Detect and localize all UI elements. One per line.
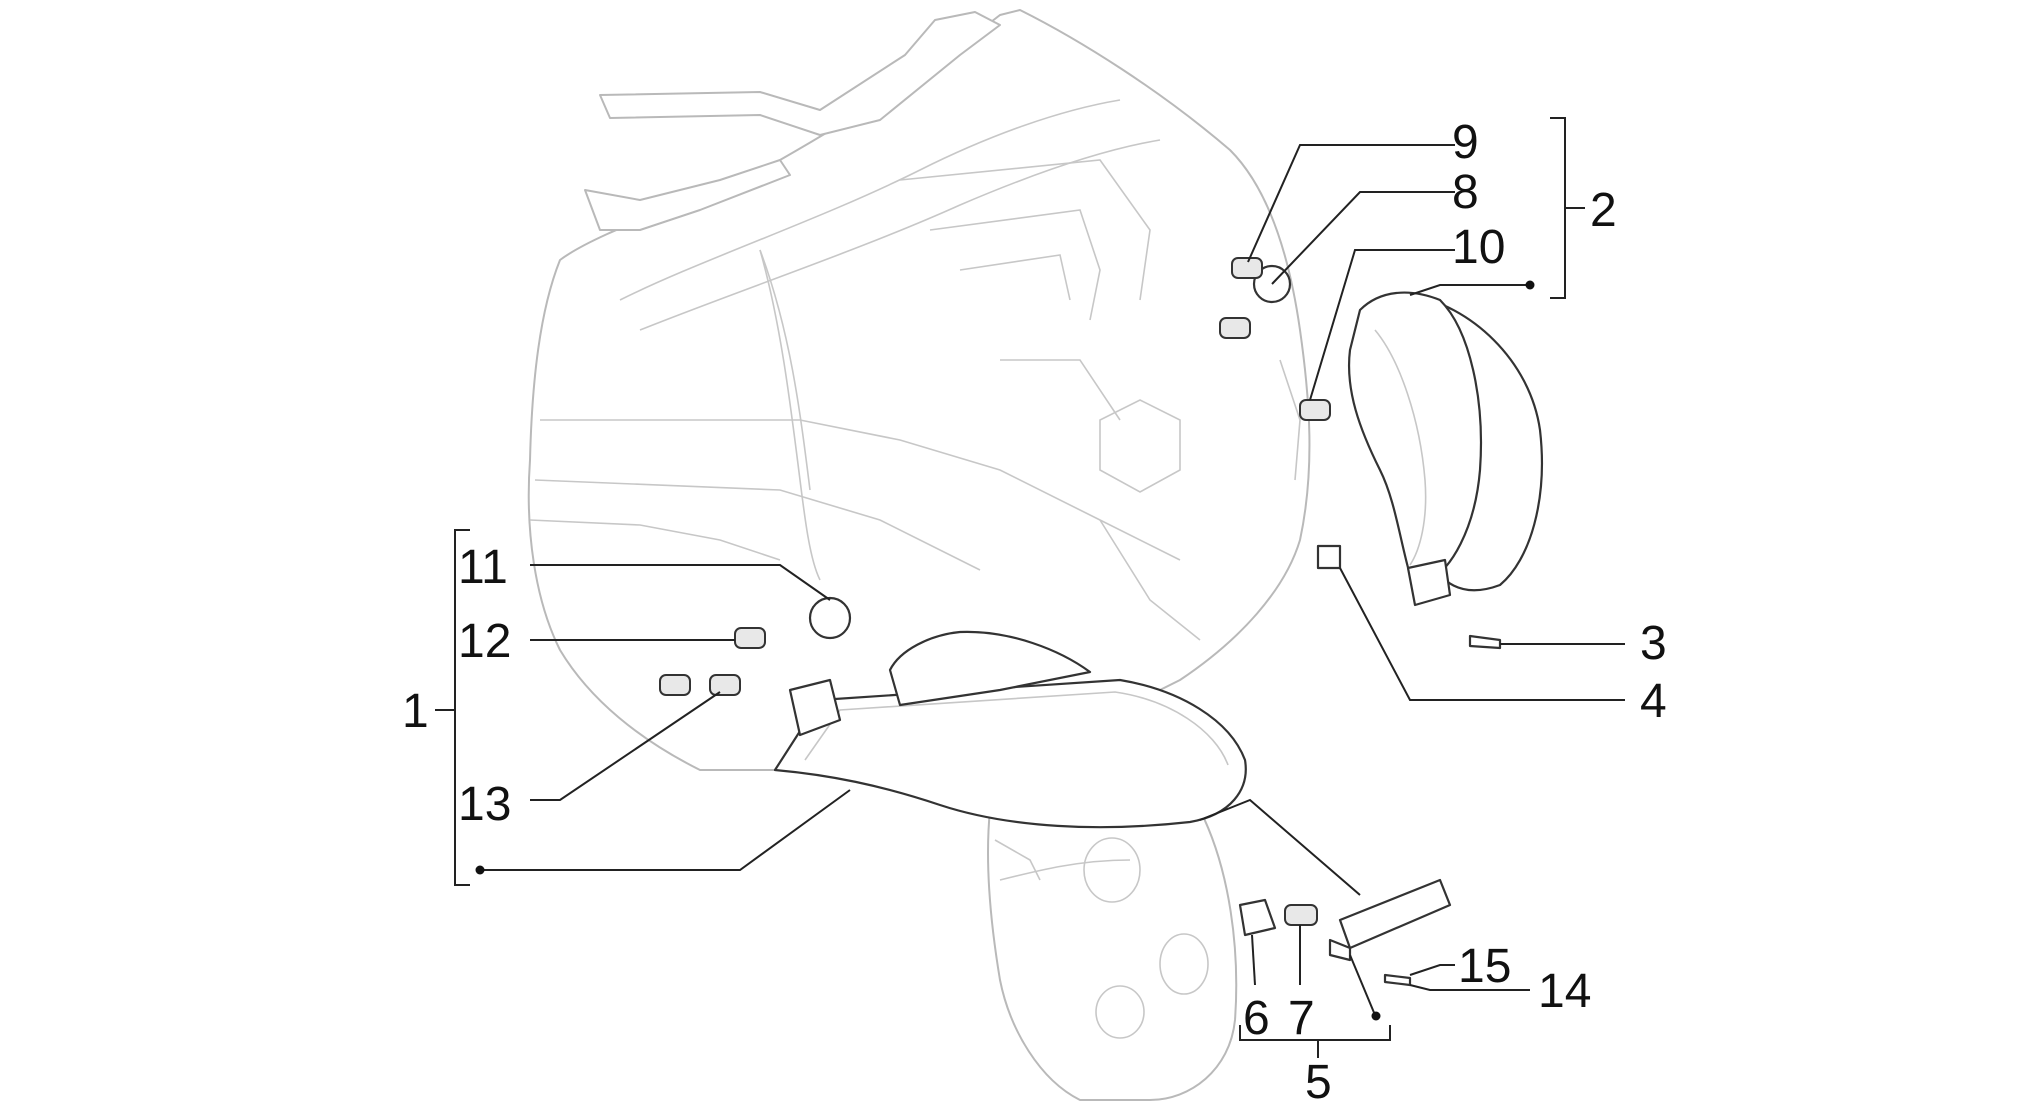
screw-3-icon xyxy=(1468,634,1502,650)
bracket-icon xyxy=(1406,558,1452,607)
scooter-rear-body xyxy=(527,9,1311,1101)
bulb-10-icon xyxy=(1299,399,1331,421)
callout-15: 15 xyxy=(1458,940,1511,993)
bulb-9-icon xyxy=(1231,257,1263,279)
group-bracket-2 xyxy=(1550,117,1585,299)
clip-nut-4-icon xyxy=(1316,544,1342,570)
left-tail-light-lens xyxy=(773,678,1247,829)
rear-mudguard xyxy=(987,809,1238,1101)
right-tail-light-housing xyxy=(1347,291,1483,582)
bulb-12-icon xyxy=(734,627,766,649)
screw-15-icon xyxy=(1383,973,1412,987)
callout-3: 3 xyxy=(1640,617,1667,670)
callout-2: 2 xyxy=(1590,184,1617,237)
hexagon-emblem xyxy=(1099,399,1181,493)
left-tail-light-assembly xyxy=(659,596,1247,829)
left-tail-light-housing xyxy=(888,630,1092,707)
callout-13: 13 xyxy=(458,778,511,831)
bulb-11-icon xyxy=(808,596,852,640)
callout-4: 4 xyxy=(1640,675,1667,728)
socket-6-icon xyxy=(1238,898,1277,937)
callout-8: 8 xyxy=(1452,166,1479,219)
grab-rail xyxy=(599,11,1001,136)
leader-lines xyxy=(480,144,1625,1016)
assembly-dot-5 xyxy=(1371,1011,1381,1021)
callout-6: 6 xyxy=(1243,992,1270,1045)
callout-9: 9 xyxy=(1452,116,1479,169)
bulb-7-icon xyxy=(1284,904,1318,926)
license-light-body xyxy=(1338,878,1452,950)
callout-5: 5 xyxy=(1305,1056,1332,1107)
callout-10: 10 xyxy=(1452,221,1505,274)
assembly-dot-1 xyxy=(475,865,485,875)
callout-7: 7 xyxy=(1288,992,1315,1045)
callout-1: 1 xyxy=(402,685,429,738)
license-plate-light-assembly xyxy=(1238,878,1452,987)
assembly-dot-2 xyxy=(1525,280,1535,290)
grab-rail-arm xyxy=(584,159,791,231)
group-bracket-5 xyxy=(1239,1025,1391,1058)
callout-11: 11 xyxy=(458,541,508,594)
callout-14: 14 xyxy=(1538,965,1591,1018)
bulb-9b-icon xyxy=(1219,317,1251,339)
callout-12: 12 xyxy=(458,615,511,668)
bulb-13-icon xyxy=(709,674,741,696)
group-bracket-1 xyxy=(435,529,470,886)
bulb-12b-icon xyxy=(659,674,691,696)
